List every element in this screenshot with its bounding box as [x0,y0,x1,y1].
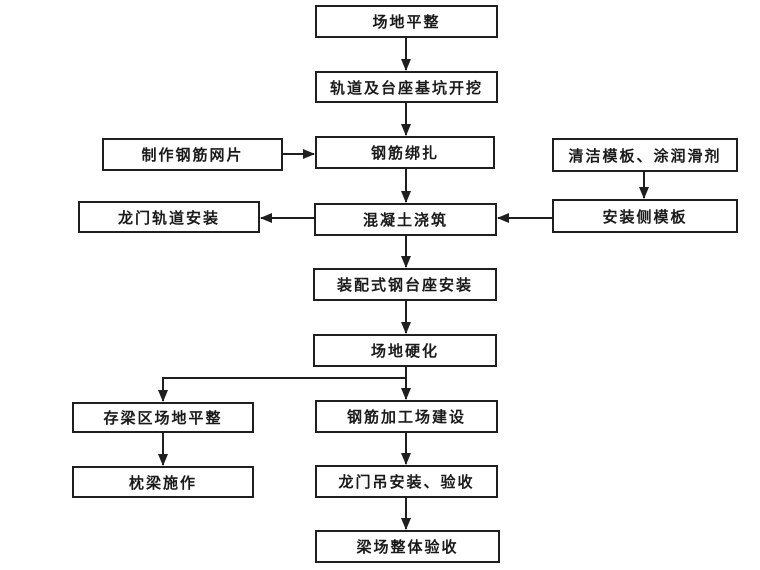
node-yard-overall-acceptance: 梁场整体验收 [315,530,500,563]
node-rebar-yard-construction: 钢筋加工场建设 [315,400,498,433]
node-gantry-crane-installation: 龙门吊安装、验收 [315,465,498,498]
node-rebar-mesh-fabrication: 制作钢筋网片 [102,138,283,171]
node-concrete-pouring: 混凝土浇筑 [314,203,497,236]
node-steel-pedestal-installation: 装配式钢台座安装 [313,268,497,301]
node-sleeper-beam-construction: 枕梁施作 [72,466,254,498]
node-site-hardening: 场地硬化 [313,334,497,367]
node-site-leveling: 场地平整 [315,5,498,38]
node-pit-excavation: 轨道及台座基坑开挖 [315,71,498,103]
edge-hardening-to-storage [158,367,407,402]
node-side-formwork-installation: 安装侧模板 [552,199,738,233]
node-rebar-binding: 钢筋绑扎 [315,136,495,169]
node-gantry-track-installation: 龙门轨道安装 [78,201,260,233]
node-formwork-cleaning: 清洁模板、涂润滑剂 [552,138,738,172]
node-beam-storage-leveling: 存梁区场地平整 [72,402,254,433]
